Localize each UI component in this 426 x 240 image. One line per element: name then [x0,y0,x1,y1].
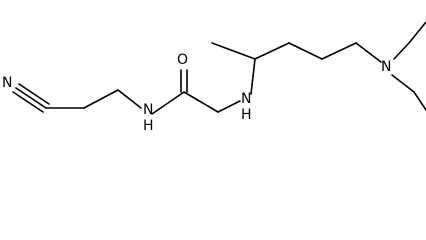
bond-ch2-tertiary-n [355,42,382,63]
bond-ch-methyl [211,42,256,60]
bond-ch2-amide-n [117,89,142,109]
amine-nitrogen-label: N [241,91,251,107]
nitrile-triple-bond-1 [15,87,47,109]
amide-hydrogen-label: H [143,118,154,134]
bond-ch2-ch2-a [288,42,323,60]
bond-ch-ch2-a [254,42,290,60]
bond-tertiary-n-ethyl-a [393,42,410,60]
bond-ethyl-a [408,21,426,44]
bond-tertiary-n-ethyl-b [391,74,415,93]
nitrile-triple-bond-2 [12,91,44,113]
bond-ch2-ch2-b [321,42,357,60]
bond-ch2-ch2 [83,89,119,109]
carbonyl-oxygen-label: O [177,52,188,68]
amide-nitrogen-label: N [143,102,153,118]
nitrile-nitrogen-label: N [2,75,12,91]
chemical-structure: N N H O N H N [2,21,426,134]
bond-ch2-amine-n [217,100,241,113]
bonds [12,21,426,115]
atom-labels: N N H O N H N [2,52,391,134]
bond-carbonyl-ch2 [183,91,219,113]
bond-amine-n-ch [250,58,256,95]
tertiary-nitrogen-label: N [381,59,391,75]
amine-hydrogen-label: H [241,107,252,123]
bond-ethyl-b [413,91,426,111]
nitrile-triple-bond-3 [18,83,50,105]
bond-amide-n-carbonyl [151,91,185,115]
